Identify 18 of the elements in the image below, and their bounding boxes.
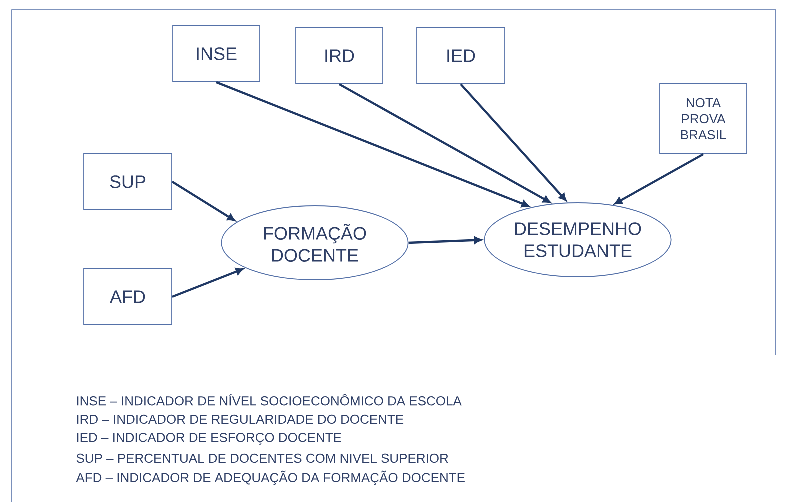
- legend-text: INSE – INDICADOR DE NÍVEL SOCIOECONÔMICO DA ESCOLA: [77, 394, 462, 406]
- legend-text: AFD – INDICADOR DE ADEQUAÇÃO DA FORMAÇÃO DOCENTE: [76, 470, 465, 486]
- arrow: [614, 153, 704, 205]
- arrow: [408, 236, 482, 244]
- legend-text: SUP – PERCENTUAL DE DOCENTES COM NIVEL SUPERIOR: [76, 454, 448, 464]
- indicator-box: NOTA PROVA BRASIL: [660, 84, 748, 154]
- arrow: [460, 84, 567, 202]
- legend-text: IED – INDICADOR DE ESFORÇO DOCENTE: [77, 433, 342, 445]
- indicator-box: IRD: [296, 28, 384, 84]
- indicator-box: AFD: [84, 268, 172, 326]
- indicator-box: INSE: [172, 26, 260, 82]
- arrow: [172, 181, 236, 222]
- arrow: [172, 268, 244, 298]
- legend-text: IRD – INDICADOR DE REGULARIDADE DO DOCENTE: [77, 414, 404, 424]
- indicator-box: SUP: [84, 154, 172, 210]
- indicator-box: IED: [416, 28, 506, 84]
- arrow: [216, 81, 530, 208]
- arrow: [338, 83, 551, 204]
